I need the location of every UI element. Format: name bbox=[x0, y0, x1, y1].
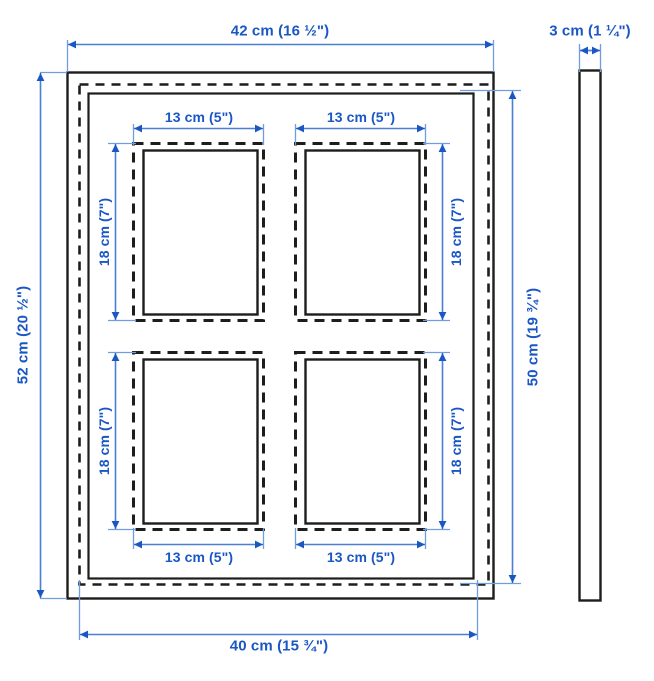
label-opening-bl-width: 13 cm (5") bbox=[164, 549, 234, 565]
front-view-frame bbox=[66, 71, 495, 600]
label-inner-height: 50 cm (19 ¾") bbox=[524, 287, 542, 387]
label-inner-width: 40 cm (15 ¾") bbox=[229, 637, 329, 655]
side-profile-bar bbox=[578, 69, 602, 602]
opening-bottom-left bbox=[132, 351, 265, 531]
dimension-inner-width bbox=[78, 580, 479, 640]
frame-mat-dashed-edge bbox=[78, 83, 490, 586]
dimension-opening-bl-height bbox=[108, 351, 136, 531]
label-opening-bl-height: 18 cm (7") bbox=[96, 406, 112, 476]
opening-bottom-right bbox=[294, 351, 427, 531]
label-opening-br-height: 18 cm (7") bbox=[448, 406, 464, 476]
label-opening-tl-width: 13 cm (5") bbox=[164, 109, 234, 125]
dimension-overall-width bbox=[66, 40, 495, 72]
opening-top-left bbox=[132, 142, 265, 322]
label-overall-height: 52 cm (20 ½") bbox=[14, 285, 32, 385]
label-overall-width: 42 cm (16 ½") bbox=[230, 22, 330, 40]
opening-top-right bbox=[294, 142, 427, 322]
dimension-opening-tl-width bbox=[132, 124, 265, 145]
dimension-opening-tr-height bbox=[423, 142, 450, 322]
frame-inner-edge bbox=[87, 92, 475, 580]
opening-aperture bbox=[304, 358, 421, 525]
dimension-inner-height bbox=[460, 89, 521, 585]
label-opening-tl-height: 18 cm (7") bbox=[96, 197, 112, 267]
dimension-opening-tr-width bbox=[294, 124, 427, 145]
label-opening-tr-width: 13 cm (5") bbox=[326, 109, 396, 125]
opening-aperture bbox=[142, 149, 259, 316]
dimension-opening-br-height bbox=[423, 351, 450, 531]
dimension-side-thickness bbox=[578, 44, 602, 72]
opening-aperture bbox=[142, 358, 259, 525]
label-opening-tr-height: 18 cm (7") bbox=[448, 197, 464, 267]
label-opening-br-width: 13 cm (5") bbox=[326, 549, 396, 565]
label-side-thickness: 3 cm (1 ¼") bbox=[549, 22, 631, 40]
side-view-profile bbox=[578, 69, 602, 602]
dimension-overall-height bbox=[36, 71, 67, 600]
opening-aperture bbox=[304, 149, 421, 316]
dimension-opening-bl-width bbox=[132, 528, 265, 549]
dimension-opening-tl-height bbox=[108, 142, 136, 322]
dimension-opening-br-width bbox=[294, 528, 427, 549]
frame-outer-edge bbox=[66, 71, 495, 600]
